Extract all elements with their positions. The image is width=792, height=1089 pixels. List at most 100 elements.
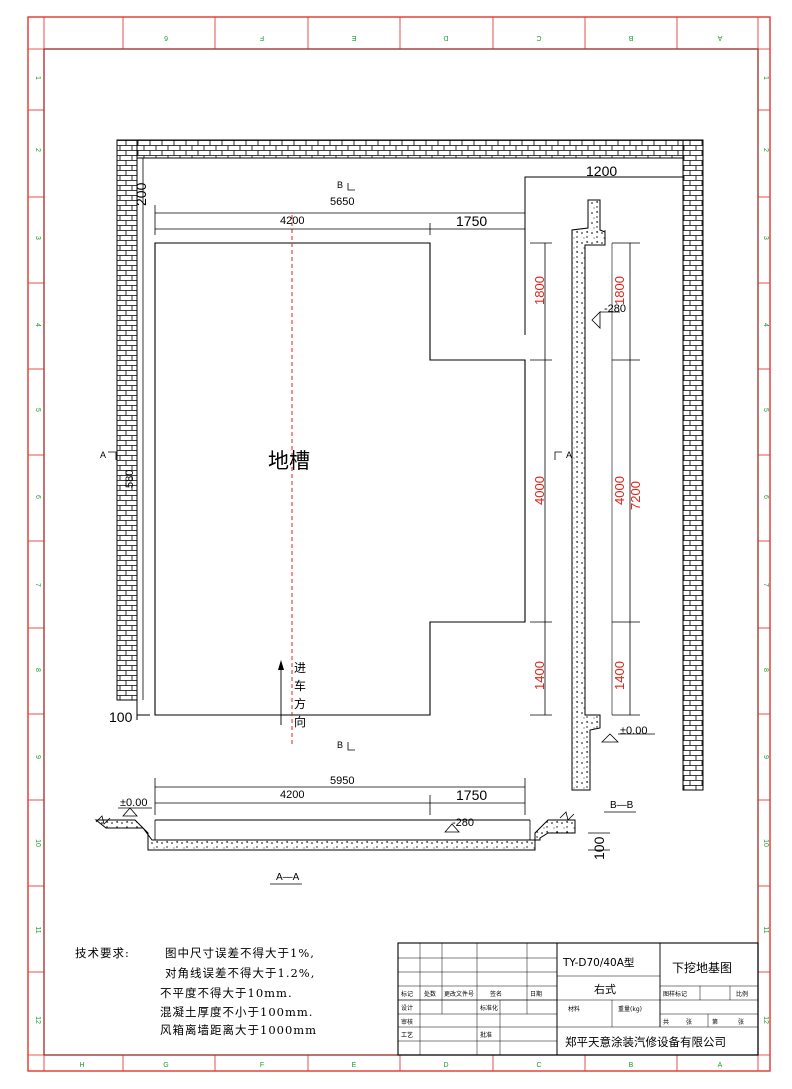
- zone-label-top: D: [443, 34, 448, 41]
- section-bb: 1800 4000 1400 7200 -280 ±0.00 B—B: [571, 199, 655, 813]
- tb-label: 材料: [568, 1005, 580, 1013]
- zone-label-left: 2: [34, 148, 41, 152]
- direction-char: 进: [294, 661, 306, 675]
- dim-5650: 5650: [330, 196, 354, 208]
- tb-label: 更改文件号: [444, 990, 474, 998]
- drawing-name: 下挖地基图: [672, 960, 732, 975]
- zone-label-bottom: F: [260, 1062, 264, 1069]
- zone-label-right: 4: [762, 323, 769, 327]
- aa-dim-4200: 4200: [280, 789, 304, 801]
- zone-label-top: E: [351, 34, 356, 41]
- tb-label: 共: [663, 1018, 669, 1026]
- zone-label-top: F: [260, 34, 264, 41]
- zone-label-left: 6: [34, 495, 41, 499]
- tb-label: 日期: [530, 990, 542, 998]
- technical-notes: 技术要求: 图中尺寸误差不得大于1%, 对角线误差不得大于1.2%, 不平度不得…: [75, 946, 317, 1037]
- note-line: 不平度不得大于10mm.: [160, 986, 293, 1000]
- zone-label-right: 6: [762, 495, 769, 499]
- note-line: 风箱离墙距离大于1000mm: [160, 1023, 317, 1037]
- aa-dim-5950: 5950: [330, 775, 354, 787]
- pit-outline: [154, 242, 526, 716]
- zone-label-left: 4: [34, 323, 41, 327]
- pit-label: 地槽: [268, 449, 310, 473]
- section-b-bottom: B: [337, 740, 343, 750]
- zone-label-left: 1: [34, 76, 41, 80]
- zone-label-left: 11: [34, 926, 41, 933]
- zone-label-top: A: [717, 34, 722, 41]
- bb-dim-4000: 4000: [612, 476, 627, 505]
- zone-label-left: 7: [34, 583, 41, 587]
- plan-view: 1200 5650 4200 1750 200 100 580 B B A A …: [100, 139, 704, 791]
- brick-wall-top: [116, 139, 704, 159]
- tb-label: 张: [738, 1018, 744, 1026]
- tb-label: 签名: [490, 990, 502, 998]
- zone-label-top: B: [628, 34, 633, 41]
- tb-label: 批准: [480, 1031, 492, 1039]
- company-name: 郑平天意涂装汽修设备有限公司: [565, 1035, 726, 1049]
- bb-dim-1400: 1400: [612, 661, 627, 690]
- section-a-left: A: [100, 450, 106, 460]
- tb-label: 图样标记: [663, 990, 687, 998]
- aa-title: A—A: [276, 872, 300, 883]
- bb-dim-7200: 7200: [628, 481, 643, 510]
- zone-label-right: 5: [762, 408, 769, 412]
- direction-char: 方: [294, 696, 306, 711]
- dim-580: 580: [124, 470, 136, 488]
- dim-200: 200: [133, 182, 149, 206]
- tb-label: 设计: [401, 1004, 413, 1012]
- aa-level: ±0.00: [120, 797, 147, 809]
- zone-label-bottom: A: [718, 1062, 723, 1069]
- section-a-right: A: [566, 450, 572, 460]
- zone-label-bottom: B: [629, 1062, 634, 1069]
- zone-label-right: 11: [762, 926, 769, 933]
- dim-1750: 1750: [456, 213, 487, 229]
- tb-label: 重量(kg): [618, 1005, 642, 1013]
- dim-100: 100: [109, 709, 133, 725]
- zone-label-right: 10: [762, 839, 769, 847]
- bb-dim-1800: 1800: [612, 276, 627, 305]
- zone-label-right: 7: [762, 583, 769, 587]
- direction-text: 进 车 方 向: [294, 661, 306, 729]
- section-aa: 5950 4200 1750 ±0.00 -280 100 A—A: [94, 775, 610, 885]
- tb-label: 第: [712, 1018, 718, 1026]
- section-bb-concrete: [571, 199, 606, 791]
- notes-heading: 技术要求:: [75, 946, 130, 960]
- zone-label-bottom: C: [536, 1062, 541, 1069]
- zone-label-left: 10: [34, 839, 41, 847]
- tb-label: 标准化: [480, 1004, 498, 1012]
- variant-text: 右式: [594, 982, 616, 996]
- brick-wall-right: [682, 139, 704, 791]
- section-aa-concrete: [94, 819, 576, 851]
- zone-label-right: 9: [762, 755, 769, 759]
- zone-ticks: [28, 17, 770, 1071]
- zone-label-bottom: H: [79, 1062, 84, 1069]
- plan-dim-1800: 1800: [532, 276, 547, 305]
- zone-label-right: 8: [762, 668, 769, 672]
- zone-label-left: 8: [34, 668, 41, 672]
- aa-dim-1750: 1750: [456, 787, 487, 803]
- note-line: 图中尺寸误差不得大于1%,: [165, 946, 315, 960]
- direction-char: 向: [294, 714, 306, 729]
- zone-label-right: 1: [762, 76, 769, 80]
- tb-label: 比例: [736, 990, 748, 998]
- direction-char: 车: [294, 678, 306, 693]
- plan-dim-1400: 1400: [532, 661, 547, 690]
- zone-label-left: 3: [34, 236, 41, 240]
- tb-label: 审核: [401, 1018, 413, 1026]
- zone-label-left: 12: [34, 1016, 41, 1024]
- aa-dim-100: 100: [591, 836, 607, 860]
- aa-depth: -280: [452, 817, 474, 829]
- zone-label-bottom: D: [443, 1062, 448, 1069]
- zone-label-bottom: G: [163, 1062, 168, 1069]
- brick-wall-left: [116, 139, 138, 701]
- zone-label-top: 6: [164, 34, 168, 41]
- zone-label-top: C: [536, 34, 541, 41]
- section-b-top: B: [337, 180, 343, 190]
- bb-title: B—B: [610, 800, 634, 811]
- zone-label-right: 2: [762, 148, 769, 152]
- zone-label-left: 5: [34, 408, 41, 412]
- note-line: 混凝土厚度不小于100mm.: [160, 1005, 313, 1019]
- title-block: TY-D70/40A型 右式 下挖地基图 郑平天意涂装汽修设备有限公司 处数 更…: [397, 942, 759, 1056]
